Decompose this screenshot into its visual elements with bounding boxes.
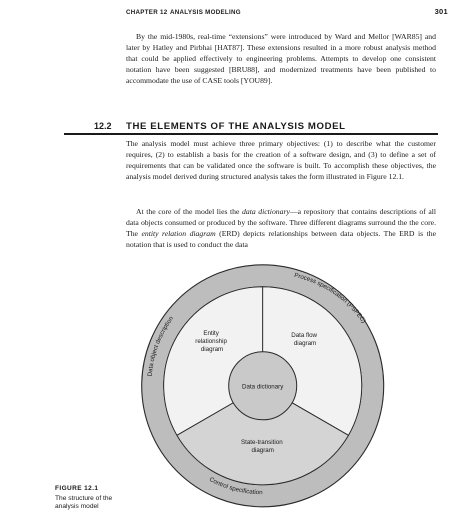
chapter-label: CHAPTER 12 (126, 9, 168, 16)
section-rule (64, 133, 438, 135)
intro-paragraph: By the mid-1980s, real-time “extensions”… (126, 32, 436, 86)
figure-analysis-model: Data dictionary Entity relationship diag… (124, 255, 434, 520)
dfd-label: Data flow diagram (291, 332, 319, 347)
paragraph-core-text-2: —a repository that contains descriptions… (126, 207, 437, 239)
figure-caption-label: FIGURE 12.1 (55, 485, 99, 492)
figure-caption: FIGURE 12.1 The structure of the analysi… (55, 485, 125, 511)
erd-label: Entity relationship diagram (195, 330, 228, 353)
chapter-title: ANALYSIS MODELING (170, 9, 241, 16)
erd-label-line-2: relationship (195, 338, 227, 345)
std-label: State-transition diagram (241, 439, 284, 454)
std-label-line-1: State-transition (241, 439, 283, 446)
section-number: 12.2 (94, 121, 112, 131)
std-label-line-2: diagram (252, 447, 274, 454)
paragraph-core-text-3: (ERD) depicts relationships between data… (126, 229, 437, 250)
section-title: THE ELEMENTS OF THE ANALYSIS MODEL (126, 121, 346, 132)
erd-label-line-1: Entity (203, 330, 219, 337)
core-data-dictionary (228, 351, 298, 421)
section-heading: 12.2 THE ELEMENTS OF THE ANALYSIS MODEL (64, 121, 438, 135)
core-label: Data dictionary (242, 384, 284, 391)
running-head: CHAPTER 12 ANALYSIS MODELING 301 (126, 7, 448, 19)
dfd-label-line-1: Data flow (291, 332, 317, 339)
paragraph-objectives: The analysis model must achieve three pr… (126, 139, 436, 182)
paragraph-core: At the core of the model lies the data d… (126, 206, 436, 250)
analysis-model-diagram: Data dictionary Entity relationship diag… (141, 264, 385, 508)
segment-std (176, 385, 350, 486)
paragraph-core-text-1: At the core of the model lies the (136, 207, 243, 216)
term-entity-relation-diagram: entity relation diagram (141, 229, 216, 239)
term-data-dictionary: data dictionary (242, 207, 290, 216)
dfd-label-line-2: diagram (294, 340, 316, 347)
erd-label-line-3: diagram (201, 346, 223, 353)
figure-caption-text: The structure of the analysis model (55, 495, 113, 510)
page-number: 301 (434, 7, 448, 16)
